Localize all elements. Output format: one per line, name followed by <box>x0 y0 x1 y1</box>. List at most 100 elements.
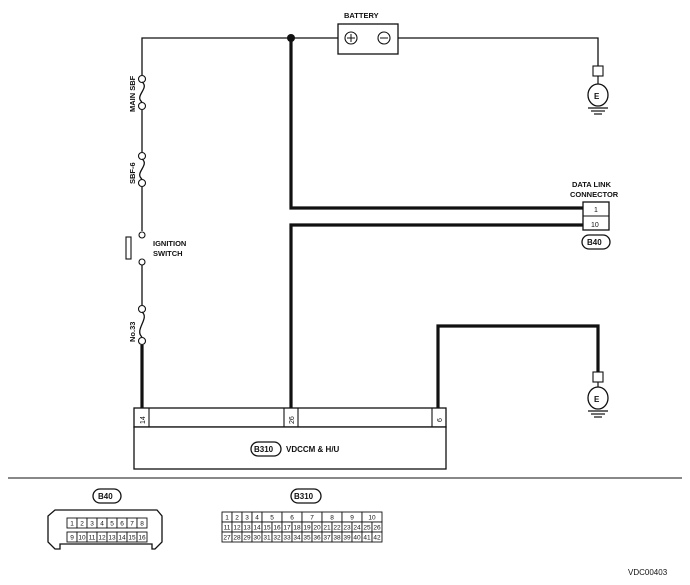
module-tag: B310 <box>254 445 274 454</box>
b310-pin-5: 5 <box>261 511 283 523</box>
dlc-label-1: DATA LINK <box>572 180 612 189</box>
b40-pin-7: 7 <box>126 517 138 529</box>
svg-text:21: 21 <box>323 525 331 532</box>
svg-text:34: 34 <box>293 535 301 542</box>
b310-pin-26: 26 <box>371 521 383 533</box>
left-chain: MAIN SBF SBF-6 IGNITION SWITCH No.33 <box>125 74 186 408</box>
svg-text:12: 12 <box>98 535 106 542</box>
b310-pin-36: 36 <box>311 531 323 543</box>
wire-left-top <box>141 37 338 75</box>
b310-pin-24: 24 <box>351 521 363 533</box>
b310-pin-17: 17 <box>281 521 293 533</box>
svg-text:13: 13 <box>243 525 251 532</box>
battery: BATTERY <box>337 11 399 55</box>
svg-text:25: 25 <box>363 525 371 532</box>
svg-text:4: 4 <box>100 521 104 528</box>
ground-top: E <box>587 65 609 115</box>
b310-pin-29: 29 <box>241 531 253 543</box>
b310-pin-34: 34 <box>291 531 303 543</box>
svg-text:13: 13 <box>108 535 116 542</box>
svg-text:5: 5 <box>270 515 274 522</box>
b40-pin-13: 13 <box>106 531 118 543</box>
svg-text:39: 39 <box>343 535 351 542</box>
b40-pin-9: 9 <box>66 531 78 543</box>
svg-text:14: 14 <box>118 535 126 542</box>
svg-text:16: 16 <box>273 525 281 532</box>
svg-text:3: 3 <box>245 515 249 522</box>
b40-pin-8: 8 <box>136 517 148 529</box>
svg-text:38: 38 <box>333 535 341 542</box>
b40-pin-10: 10 <box>76 531 88 543</box>
main-sbf-label: MAIN SBF <box>128 75 137 112</box>
svg-text:5: 5 <box>110 521 114 528</box>
sbf6-fuse <box>139 158 145 180</box>
pin-6: 6 <box>437 418 444 422</box>
ignition-label-2: SWITCH <box>153 249 183 258</box>
b40-pin-3: 3 <box>86 517 98 529</box>
svg-text:3: 3 <box>90 521 94 528</box>
b310-pin-11: 11 <box>221 521 233 533</box>
svg-text:30: 30 <box>253 535 261 542</box>
svg-text:8: 8 <box>330 515 334 522</box>
svg-text:15: 15 <box>128 535 136 542</box>
dlc-pin-1: 1 <box>594 207 598 214</box>
svg-text:14: 14 <box>253 525 261 532</box>
svg-text:22: 22 <box>333 525 341 532</box>
b310-pin-27: 27 <box>221 531 233 543</box>
b310-pin-7: 7 <box>301 511 323 523</box>
b40-pin-2: 2 <box>76 517 88 529</box>
b310-pin-33: 33 <box>281 531 293 543</box>
svg-text:32: 32 <box>273 535 281 542</box>
dlc-tag: B40 <box>587 238 602 247</box>
svg-text:29: 29 <box>243 535 251 542</box>
svg-text:6: 6 <box>290 515 294 522</box>
b40-pin-15: 15 <box>126 531 138 543</box>
figure-code: VDC00403 <box>628 568 668 577</box>
b310-pin-3: 3 <box>241 511 253 523</box>
svg-text:7: 7 <box>130 521 134 528</box>
ground-label-2: E <box>594 395 600 404</box>
vdccm-module: 14 26 6 B310 VDCCM & H/U <box>133 407 447 470</box>
b310-pin-41: 41 <box>361 531 373 543</box>
b310-pin-35: 35 <box>301 531 313 543</box>
module-body <box>133 426 447 470</box>
pin-14: 14 <box>140 416 147 424</box>
svg-text:20: 20 <box>313 525 321 532</box>
data-link-connector: 1 10 DATA LINK CONNECTOR B40 <box>570 180 619 250</box>
svg-text:40: 40 <box>353 535 361 542</box>
svg-text:7: 7 <box>310 515 314 522</box>
b310-pin-20: 20 <box>311 521 323 533</box>
b310-pin-6: 6 <box>281 511 303 523</box>
svg-text:9: 9 <box>350 515 354 522</box>
b40-pin-1: 1 <box>66 517 78 529</box>
b40-pin-12: 12 <box>96 531 108 543</box>
wire-battery-negative <box>398 37 599 66</box>
b310-pin-18: 18 <box>291 521 303 533</box>
b310-pin-4: 4 <box>251 511 263 523</box>
b310-pin-28: 28 <box>231 531 243 543</box>
b310-pin-39: 39 <box>341 531 353 543</box>
b40-pin-11: 11 <box>86 531 98 543</box>
b310-pin-38: 38 <box>331 531 343 543</box>
svg-text:1: 1 <box>225 515 229 522</box>
svg-text:18: 18 <box>293 525 301 532</box>
svg-text:11: 11 <box>224 525 231 532</box>
b310-pin-30: 30 <box>251 531 263 543</box>
ignition-switch-icon <box>125 236 132 260</box>
pin-26: 26 <box>289 416 296 424</box>
ground-icon <box>587 83 609 107</box>
svg-text:10: 10 <box>368 515 376 522</box>
svg-text:42: 42 <box>373 535 381 542</box>
b310-pin-31: 31 <box>261 531 273 543</box>
dlc-pin-10: 10 <box>591 222 599 229</box>
b40-tag: B40 <box>98 492 113 501</box>
svg-text:1: 1 <box>70 521 74 528</box>
svg-text:15: 15 <box>263 525 271 532</box>
svg-text:2: 2 <box>235 515 239 522</box>
ground-icon-2 <box>587 386 609 410</box>
b310-pin-37: 37 <box>321 531 333 543</box>
svg-text:37: 37 <box>323 535 331 542</box>
